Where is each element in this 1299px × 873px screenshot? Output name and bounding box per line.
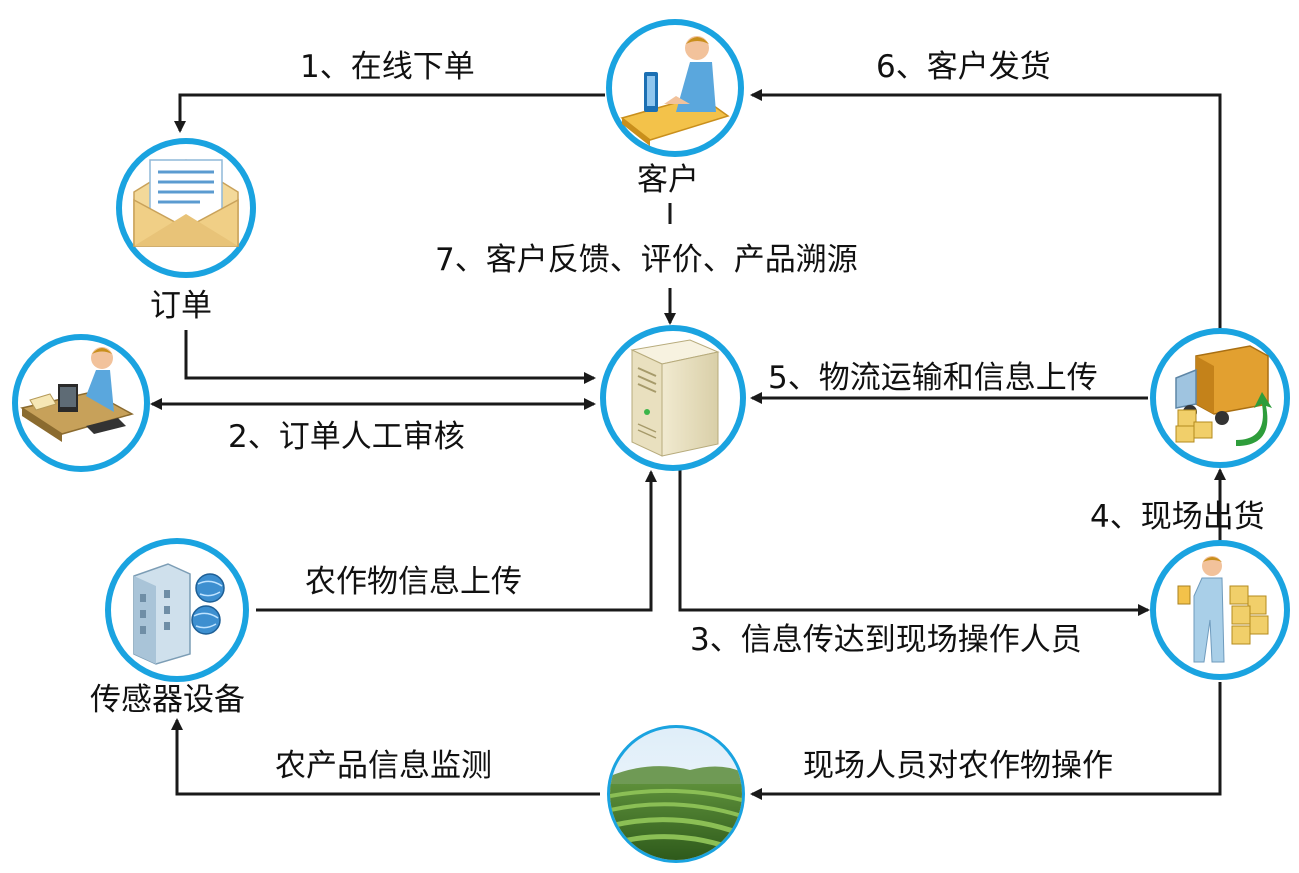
node-truck: [1150, 328, 1290, 468]
warehouse-worker-icon: [1177, 556, 1269, 663]
edge-2-label: 2、订单人工审核: [228, 419, 465, 455]
edge-1-line: [174, 93, 605, 133]
edge-9-label: 现场人员对农作物操作: [803, 748, 1113, 784]
node-worker: [1150, 540, 1290, 680]
node-customer-label: 客户: [637, 162, 699, 198]
edge-order-server-line: [184, 330, 596, 384]
node-order: [116, 138, 256, 278]
edge-8-line: [256, 470, 657, 612]
node-sensor-label: 传感器设备: [90, 682, 245, 718]
edge-3-label: 3、信息传达到现场操作人员: [690, 622, 1082, 658]
edge-6-line: [750, 89, 1222, 332]
edge-10-line: [171, 718, 600, 796]
edge-10-label: 农产品信息监测: [275, 748, 492, 784]
edge-7-label: 7、客户反馈、评价、产品溯源: [435, 242, 858, 278]
edge-1-label: 1、在线下单: [300, 49, 475, 85]
edge-4-label: 4、现场出货: [1090, 499, 1265, 535]
edge-9-line: [750, 682, 1222, 800]
node-server: [600, 325, 746, 471]
person-at-desk-icon: [620, 36, 730, 146]
node-reviewer: [12, 334, 150, 472]
edge-8-label: 农作物信息上传: [305, 564, 522, 600]
node-field: [607, 725, 745, 863]
delivery-truck-icon: [1175, 345, 1272, 446]
server-tower-icon: [630, 339, 720, 457]
node-sensor: [105, 538, 249, 682]
tea-plantation-icon: [610, 728, 742, 860]
node-order-label: 订单: [150, 288, 212, 324]
edge-3-line: [678, 468, 1150, 616]
edge-5-label: 5、物流运输和信息上传: [768, 360, 1098, 396]
node-customer: [606, 19, 744, 157]
building-network-icon: [133, 563, 225, 665]
edge-6-label: 6、客户发货: [876, 49, 1051, 85]
envelope-letter-icon: [133, 159, 239, 247]
operator-workstation-icon: [20, 347, 134, 442]
